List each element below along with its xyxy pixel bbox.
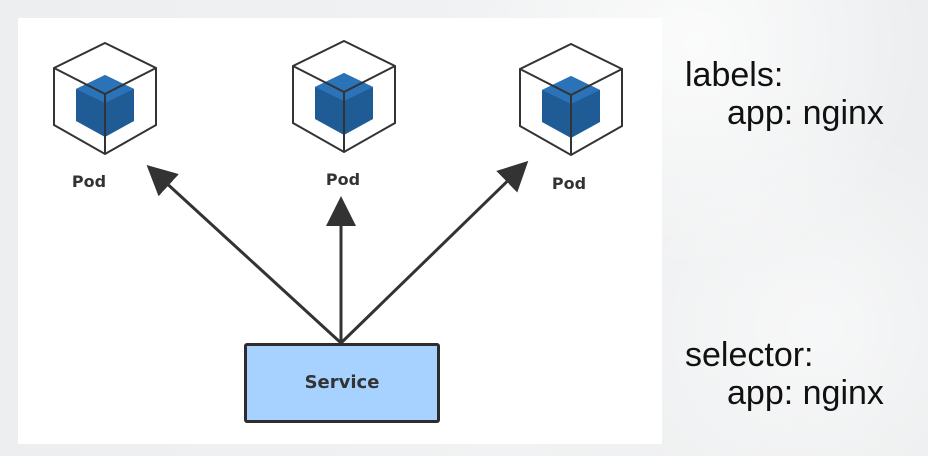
selector-value: app: nginx [727, 374, 884, 413]
diagram-panel: Pod Pod Pod Service [18, 18, 662, 444]
pod-icon [292, 39, 396, 154]
pod-label-3: Pod [551, 174, 587, 193]
pod-label-2: Pod [325, 170, 361, 189]
arrow-to-pod-3 [339, 160, 529, 345]
service-box: Service [244, 343, 440, 423]
selector-title: selector: [685, 336, 814, 374]
labels-title: labels: [685, 56, 784, 94]
pod-label-1: Pod [71, 172, 107, 191]
labels-block: labels: app: nginx [685, 56, 884, 133]
pod-icon [53, 41, 157, 156]
diagram-canvas [53, 39, 623, 345]
pod-icon [519, 42, 623, 157]
selector-block: selector: app: nginx [685, 336, 884, 413]
arrow-to-pod-1 [146, 164, 343, 345]
service-label: Service [304, 372, 380, 393]
labels-value: app: nginx [727, 94, 884, 133]
